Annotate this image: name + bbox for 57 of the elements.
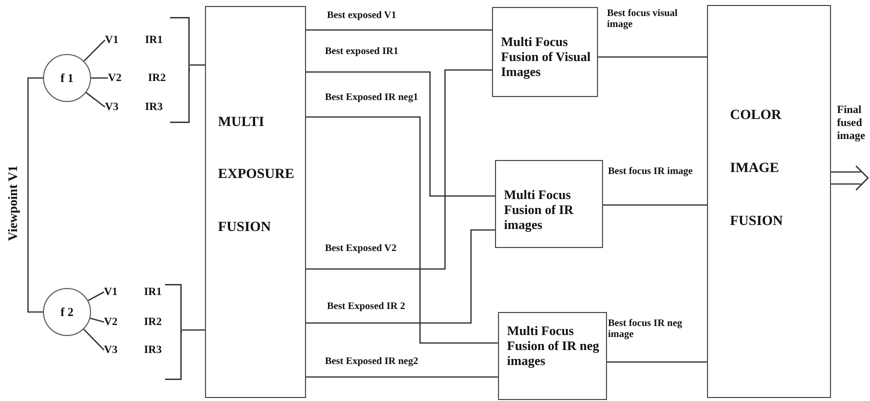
connector <box>190 64 205 66</box>
focus-label: f 2 <box>60 304 74 320</box>
channel-label: IR2 <box>144 315 162 330</box>
box-title: FUSION <box>730 214 783 230</box>
connector <box>607 361 707 363</box>
connector <box>306 69 492 270</box>
connector <box>603 204 707 206</box>
connector <box>27 77 43 313</box>
process-box <box>492 7 598 97</box>
channel-label: V1 <box>105 33 118 48</box>
process-box <box>498 312 607 400</box>
edge-label: Best Exposed IR neg2 <box>325 356 418 367</box>
connector <box>88 291 104 302</box>
focus-circle <box>43 288 91 336</box>
channel-label: IR3 <box>144 343 162 358</box>
process-box <box>495 160 603 248</box>
output-arrow <box>830 165 869 191</box>
box-title: MULTI <box>218 115 264 131</box>
box-title: EXPOSURE <box>218 167 294 183</box>
edge-label: Best Exposed V2 <box>325 243 396 254</box>
connector <box>306 116 498 344</box>
channel-label: V2 <box>108 71 122 86</box>
focus-circle <box>43 54 91 102</box>
channel-label: V1 <box>104 285 118 300</box>
box-title: FUSION <box>218 220 271 236</box>
edge-label: Best exposed V1 <box>327 10 396 21</box>
box-title: COLOR <box>730 108 782 124</box>
connector <box>84 40 106 62</box>
channel-label: IR2 <box>148 71 166 86</box>
axis-label: Viewpoint V1 <box>5 164 21 241</box>
connector <box>83 328 104 350</box>
edge-label: Best Exposed IR 2 <box>327 301 406 312</box>
box-title: Multi Focus Fusion of IR images <box>504 187 574 232</box>
channel-label: IR1 <box>144 285 162 300</box>
edge-label: Best Exposed IR neg1 <box>325 92 418 103</box>
connector <box>306 376 498 378</box>
box-title: Multi Focus Fusion of Visual Images <box>501 34 591 79</box>
box-title: Multi Focus Fusion of IR neg images <box>507 323 600 368</box>
focus-label: f 1 <box>60 70 74 86</box>
channel-label: V2 <box>104 315 118 330</box>
channel-label: IR3 <box>145 100 163 115</box>
channel-label: IR1 <box>145 33 163 48</box>
channel-label: V3 <box>105 100 118 115</box>
connector <box>86 92 106 108</box>
process-box <box>205 6 306 398</box>
process-box <box>707 5 831 398</box>
connector <box>306 29 492 31</box>
channel-label: V3 <box>104 343 118 358</box>
edge-label: Best exposed IR1 <box>325 46 398 57</box>
connector <box>182 329 205 331</box>
connector <box>90 318 104 323</box>
connector <box>598 56 707 58</box>
connector <box>91 77 108 79</box>
connector <box>306 229 495 324</box>
box-title: IMAGE <box>730 161 779 177</box>
connector <box>306 71 495 197</box>
edge-label: Best focus IR image <box>608 166 693 177</box>
